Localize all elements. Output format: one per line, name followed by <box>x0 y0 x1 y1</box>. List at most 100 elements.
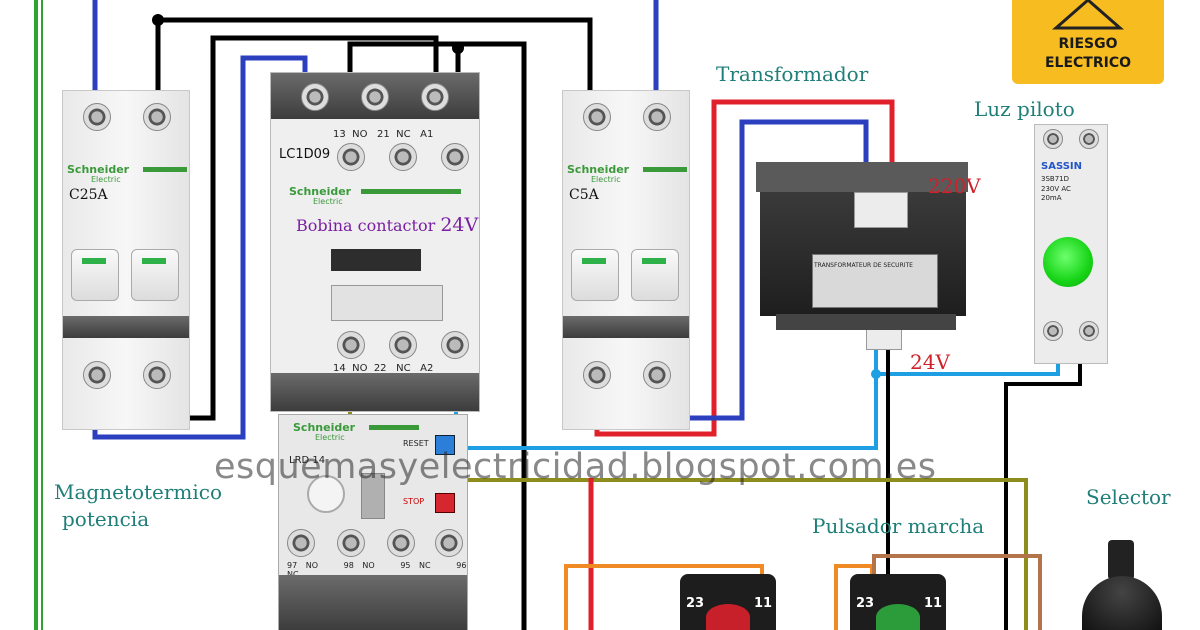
pushbutton-stop[interactable]: 23 11 <box>680 574 776 630</box>
relay-term-98: 98 NO <box>343 561 375 570</box>
contactor-screw-13 <box>337 143 365 171</box>
transformer-input-block <box>854 192 908 228</box>
relay-bottom-band <box>279 575 467 630</box>
pilot-screw-top-2 <box>1079 129 1099 149</box>
relay-screw-97 <box>287 529 315 557</box>
pilot-screw-bottom-1 <box>1043 321 1063 341</box>
contactor-bottom-band <box>271 373 479 411</box>
label-220v: 220V <box>928 174 981 198</box>
pilot-screw-top-1 <box>1043 129 1063 149</box>
warning-line-2: ELECTRICO <box>1044 55 1132 71</box>
aux-nc-2: NC <box>396 363 411 374</box>
breaker-brand-sub: Electric <box>91 175 121 184</box>
pushbutton-start[interactable]: 23 11 <box>850 574 946 630</box>
transformer-base <box>776 314 956 330</box>
breaker-screw-top-right <box>143 103 171 131</box>
warning-line-1: RIESGO <box>1058 36 1118 52</box>
green-rail <box>34 0 38 630</box>
aux-14: 14 <box>333 363 346 374</box>
aux-22: 22 <box>373 363 387 374</box>
relay-stop-label: STOP <box>403 497 425 506</box>
breaker-screw-top-right <box>643 103 671 131</box>
contactor-screw-21 <box>389 143 417 171</box>
breaker-c25a: Schneider Electric C25A <box>62 90 190 430</box>
breaker-brand-bar <box>643 167 687 172</box>
warning-triangle-icon <box>1052 0 1124 30</box>
breaker-c5a: Schneider Electric C5A <box>562 90 690 430</box>
relay-screw-96 <box>435 529 463 557</box>
relay-brand-bar <box>369 425 419 430</box>
label-pulsador-marcha: Pulsador marcha <box>812 514 985 538</box>
pilot-model: 3SB71D <box>1041 175 1069 183</box>
wire-lightblue-pilot <box>876 345 1060 376</box>
relay-term-97: 97 NO <box>287 561 319 570</box>
pilot-lamp <box>1043 237 1093 287</box>
selector-switch[interactable] <box>1074 540 1174 630</box>
pilot-screw-bottom-2 <box>1079 321 1099 341</box>
aux-no-2: NO <box>352 363 368 374</box>
pilot-spec-1: 230V AC <box>1041 185 1071 193</box>
contactor-brand-sub: Electric <box>313 197 343 206</box>
contactor-screw-14 <box>337 331 365 359</box>
breaker-handle-band <box>63 316 189 338</box>
breaker-lever-left <box>71 249 119 301</box>
pushbutton-stop-term-1: 23 <box>686 596 705 611</box>
selector-knob <box>1108 540 1134 580</box>
breaker-rating: C5A <box>569 187 599 203</box>
contactor: 13 NO 21 NC A1 LC1D09 Schneider Electric… <box>270 72 480 412</box>
label-potencia: potencia <box>62 507 150 531</box>
wire-black-cont <box>347 41 527 630</box>
contactor-model: LC1D09 <box>279 147 331 162</box>
relay-terms: 97 NO 98 NO 95 NC 96 NC <box>287 561 467 579</box>
breaker-brand: Schneider <box>67 163 130 176</box>
breaker-screw-top-left <box>83 103 111 131</box>
contactor-front-panel <box>331 285 443 321</box>
contactor-screw-l3 <box>421 83 449 111</box>
breaker-brand: Schneider <box>567 163 630 176</box>
aux-a2: A2 <box>420 363 434 374</box>
contactor-brand: Schneider <box>289 185 352 198</box>
watermark: esquemasyelectricidad.blogspot.com.es <box>214 447 937 487</box>
selector-body <box>1082 576 1162 630</box>
relay-brand-sub: Electric <box>315 433 345 442</box>
contactor-brand-bar <box>361 189 461 194</box>
breaker-brand-sub: Electric <box>591 175 621 184</box>
breaker-lever-right <box>631 249 679 301</box>
relay-reset-button[interactable] <box>435 435 455 455</box>
contactor-screw-a2 <box>441 331 469 359</box>
relay-term-96: 96 NC <box>287 561 467 579</box>
junction-dot-3 <box>871 369 881 379</box>
breaker-rating: C25A <box>69 187 108 203</box>
coil-label: Bobina contactor 24V <box>296 214 478 236</box>
label-transformador: Transformador <box>716 62 869 86</box>
coil-label-voltage: 24V <box>440 214 479 236</box>
pilot-light: SASSIN 3SB71D 230V AC 20mA <box>1034 124 1108 364</box>
relay-dial[interactable] <box>307 475 345 513</box>
breaker-screw-top-left <box>583 103 611 131</box>
relay-adjust <box>361 473 385 519</box>
contactor-screw-l1 <box>301 83 329 111</box>
relay-screw-95 <box>387 529 415 557</box>
aux-13: 13 <box>333 129 346 140</box>
breaker-brand-bar <box>143 167 187 172</box>
junction-dot-1 <box>152 14 164 26</box>
wire-black-top <box>155 17 593 95</box>
pushbutton-start-term-2: 11 <box>924 596 943 611</box>
relay-reset-label: RESET <box>403 439 429 448</box>
green-rail-inner <box>41 0 43 630</box>
aux-nc: NC <box>396 129 411 140</box>
aux-21: 21 <box>377 129 390 140</box>
pushbutton-stop-cap <box>706 604 750 630</box>
breaker-screw-bottom-right <box>143 361 171 389</box>
label-luz-piloto: Luz piloto <box>974 97 1075 121</box>
label-selector: Selector <box>1086 485 1171 509</box>
transformer-title: TRANSFORMATEUR DE SECURITE <box>814 262 913 269</box>
relay-stop-button[interactable] <box>435 493 455 513</box>
thermal-relay: Schneider Electric RESET LRD 14 STOP 97 … <box>278 414 468 630</box>
breaker-lever-right <box>131 249 179 301</box>
breaker-screw-bottom-left <box>583 361 611 389</box>
junction-dot-2 <box>452 42 464 54</box>
wire-black-pilot <box>1004 345 1082 630</box>
aux-no: NO <box>352 129 368 140</box>
